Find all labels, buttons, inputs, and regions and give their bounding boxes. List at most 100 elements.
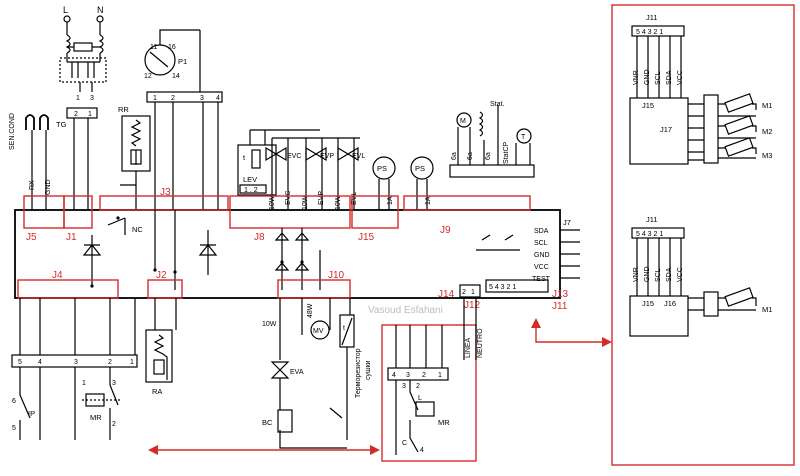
svg-text:SCL: SCL: [655, 71, 662, 85]
ip-switch: [19, 367, 41, 440]
svg-text:14: 14: [172, 73, 180, 80]
svg-text:1: 1: [88, 111, 92, 118]
label-l: L: [63, 5, 68, 15]
connector-j5: [23, 195, 65, 229]
connector-j2: [147, 279, 183, 299]
svg-text:T: T: [521, 134, 526, 141]
svg-text:J14: J14: [438, 289, 455, 300]
mr-relay-right: [415, 401, 435, 417]
svg-text:Stat.: Stat.: [490, 101, 504, 108]
svg-text:L: L: [418, 395, 422, 402]
svg-text:J2: J2: [156, 270, 167, 281]
svg-text:NEUTRO: NEUTRO: [477, 328, 484, 358]
connector-j15: [351, 195, 399, 229]
svg-text:3: 3: [406, 372, 410, 379]
svg-text:SDA: SDA: [534, 228, 549, 235]
svg-text:MR: MR: [90, 413, 102, 422]
svg-text:1: 1: [82, 380, 86, 387]
svg-text:2: 2: [422, 372, 426, 379]
j11-top-connector: [631, 25, 685, 37]
svg-text:16: 16: [168, 44, 176, 51]
svg-text:2: 2: [462, 289, 466, 296]
svg-text:SCL: SCL: [655, 268, 662, 282]
svg-text:t: t: [343, 325, 345, 332]
stat-coil: [478, 111, 484, 137]
svg-text:GND: GND: [45, 179, 52, 195]
svg-text:J1: J1: [66, 232, 77, 243]
svg-text:LEV: LEV: [243, 175, 257, 184]
svg-text:5 4 3 2 1: 5 4 3 2 1: [636, 29, 663, 36]
svg-text:EVL: EVL: [352, 153, 365, 160]
svg-text:Терморезистор: Терморезистор: [355, 348, 362, 398]
sen-cond-label: SEN.COND: [9, 113, 16, 150]
svg-text:3: 3: [402, 383, 406, 390]
svg-text:6a: 6a: [485, 152, 492, 160]
j7-signals: SDA SCL GND VCC TEST: [532, 228, 580, 283]
svg-text:EVA: EVA: [290, 369, 304, 376]
svg-text:StatCP: StatCP: [503, 141, 510, 164]
svg-text:M3: M3: [762, 151, 772, 160]
svg-text:1A: 1A: [425, 196, 432, 205]
svg-text:GND: GND: [644, 69, 651, 85]
svg-text:10W: 10W: [262, 321, 277, 328]
tg-connector: [66, 107, 98, 119]
motor-m1-single: [724, 287, 754, 307]
ps-sensor-2: [410, 156, 434, 180]
svg-text:1: 1: [130, 359, 134, 366]
svg-text:VNR: VNR: [633, 70, 640, 85]
svg-text:J8: J8: [254, 232, 265, 243]
svg-text:4: 4: [216, 95, 220, 102]
svg-text:MR: MR: [438, 418, 450, 427]
stat-motor: [456, 112, 472, 128]
connector-j3: [99, 195, 229, 211]
bc-component: [277, 409, 293, 433]
svg-text:2: 2: [416, 383, 420, 390]
stat-connector: [449, 164, 535, 178]
svg-text:5: 5: [12, 425, 16, 432]
svg-text:VCC: VCC: [534, 264, 549, 271]
sen-cond-sensor: [25, 114, 49, 130]
connector-j10: [277, 279, 351, 299]
svg-text:1: 1: [153, 95, 157, 102]
svg-text:J11: J11: [646, 215, 658, 224]
svg-text:3: 3: [74, 359, 78, 366]
t-sensor: [516, 128, 532, 144]
svg-text:J15: J15: [642, 101, 654, 110]
svg-text:VCC: VCC: [677, 70, 684, 85]
svg-text:J15: J15: [642, 299, 654, 308]
svg-text:M2: M2: [762, 127, 772, 136]
svg-text:J11: J11: [552, 301, 568, 312]
p1-connector: [146, 91, 223, 103]
svg-text:RA: RA: [152, 387, 162, 396]
connector-j1: [63, 195, 93, 229]
valve-eva: [270, 361, 290, 379]
svg-text:6a: 6a: [451, 152, 458, 160]
filter-resistor: [73, 42, 93, 52]
svg-text:3: 3: [112, 380, 116, 387]
triacs-valves: [274, 232, 310, 271]
j11-bottom-connector: [631, 227, 685, 239]
svg-text:J10: J10: [328, 270, 345, 281]
svg-text:1: 1: [471, 289, 475, 296]
svg-text:LINEA: LINEA: [465, 337, 472, 358]
svg-text:5: 5: [18, 359, 22, 366]
tg-label: TG: [56, 120, 67, 129]
svg-text:5 4 3 2 1: 5 4 3 2 1: [636, 231, 663, 238]
j15-bottom-board: [629, 295, 689, 337]
svg-text:1: 1: [438, 372, 442, 379]
sub-diagram-box: [381, 324, 477, 462]
svg-text:3: 3: [200, 95, 204, 102]
svg-text:2: 2: [74, 111, 78, 118]
right-panel: [611, 4, 795, 466]
watermark: Vasoud Esfahani: [368, 305, 443, 316]
terminal-l: [63, 15, 71, 23]
svg-text:RX: RX: [29, 180, 36, 190]
svg-text:1: 1: [76, 95, 80, 102]
svg-text:GND: GND: [534, 252, 550, 259]
motors-top: [718, 93, 757, 159]
svg-text:4: 4: [420, 447, 424, 454]
svg-text:SCL: SCL: [534, 240, 548, 247]
svg-text:5 4 3 2 1: 5 4 3 2 1: [489, 284, 516, 291]
